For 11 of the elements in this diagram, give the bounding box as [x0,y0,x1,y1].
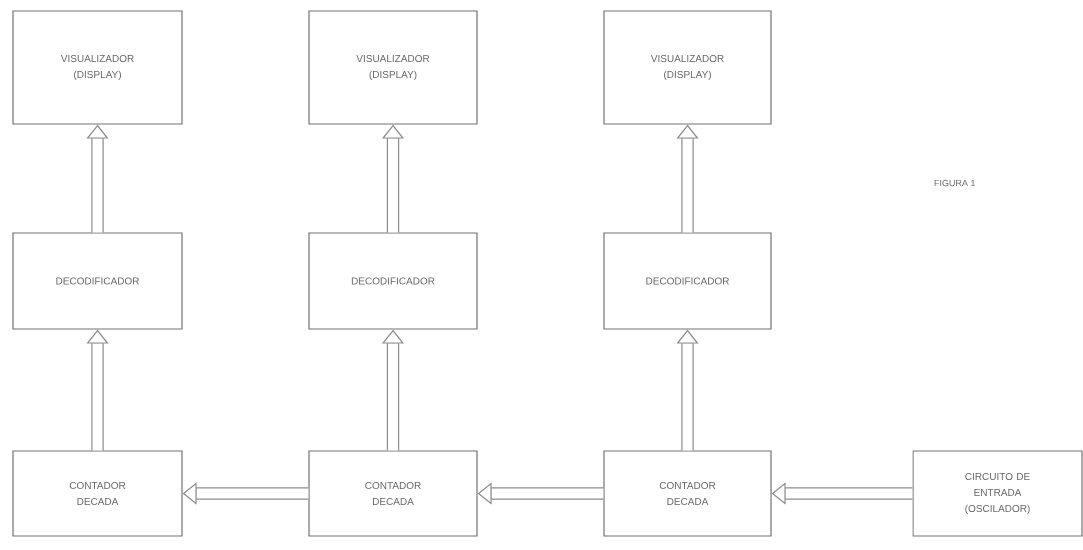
block-box: CONTADOR DECADA [12,450,183,537]
block-box: DECODIFICADOR [12,232,183,330]
block-box: CONTADOR DECADA [603,450,772,537]
figure-label: FIGURA 1 [934,179,975,187]
block-box: CONTADOR DECADA [308,450,478,537]
block-box: DECODIFICADOR [603,232,772,330]
block-box: CIRCUITO DE ENTRADA (OSCILADOR) [912,450,1083,537]
block-box: VISUALIZADOR (DISPLAY) [12,10,183,125]
block-box: VISUALIZADOR (DISPLAY) [308,10,478,125]
block-box: DECODIFICADOR [308,232,478,330]
block-box: VISUALIZADOR (DISPLAY) [603,10,772,125]
